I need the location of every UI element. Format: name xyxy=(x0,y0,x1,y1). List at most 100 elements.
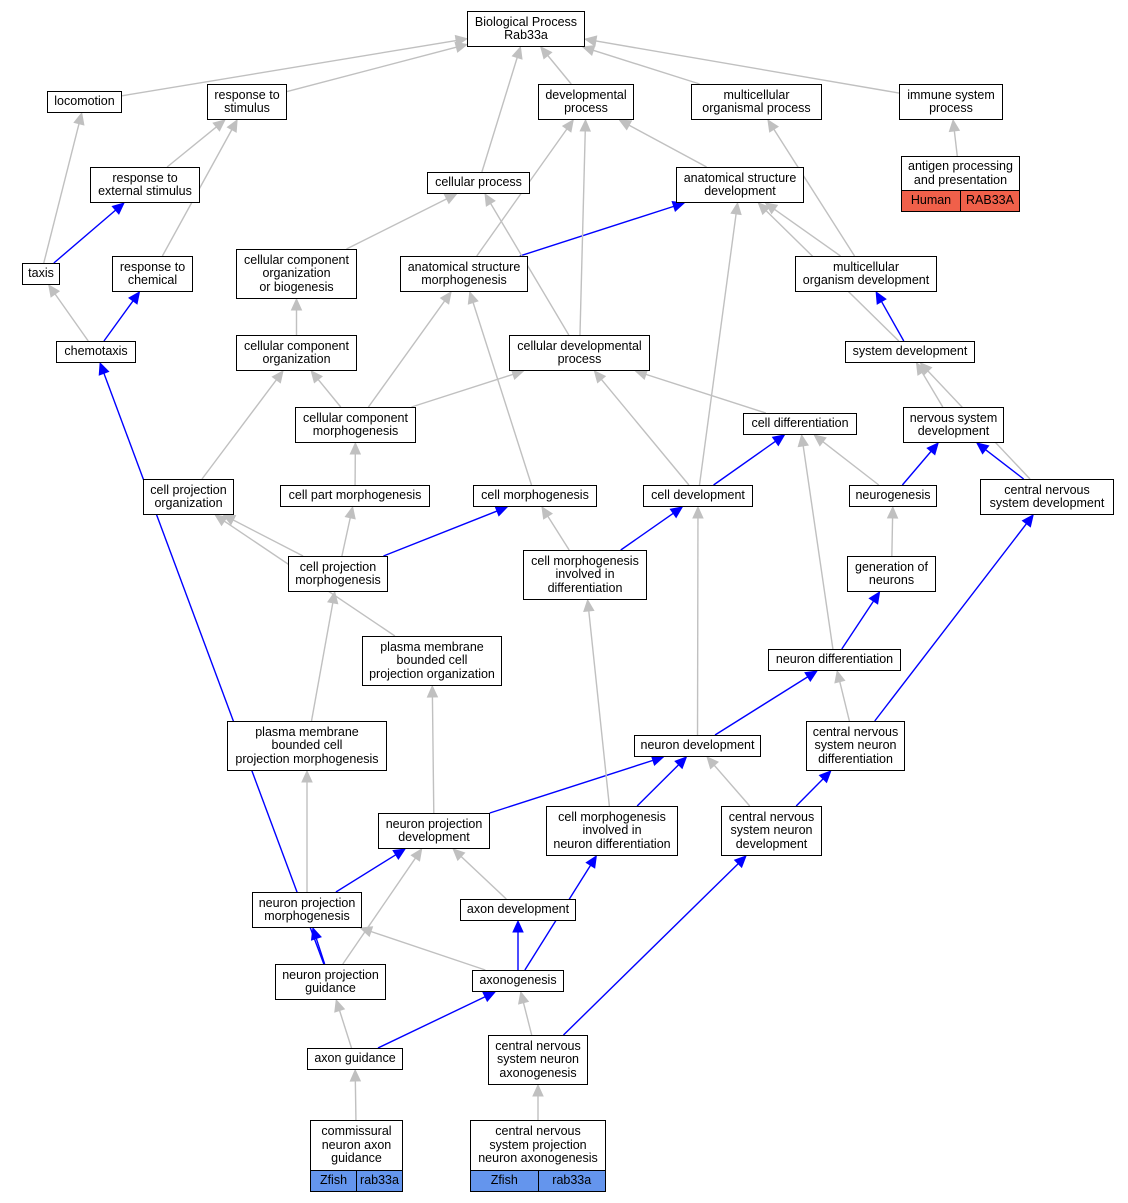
node-cell-proc[interactable]: cellular process xyxy=(427,172,530,194)
node-label-line: organization xyxy=(262,266,331,281)
edge-axon_guid-to-axonogenesis xyxy=(377,996,486,1049)
node-label-line: multicellular xyxy=(833,259,899,274)
node-locomotion[interactable]: locomotion xyxy=(47,91,122,113)
arrowhead xyxy=(482,991,497,1003)
edge-cell_dev-to-anat_dev xyxy=(698,213,737,486)
node-neuron-dev[interactable]: neuron development xyxy=(634,735,761,757)
node-label-line: neuron differentiation xyxy=(553,836,671,851)
node-cell-diff[interactable]: cell differentiation xyxy=(743,413,857,435)
node-taxis[interactable]: taxis xyxy=(22,263,60,285)
node-chemotaxis[interactable]: chemotaxis xyxy=(56,341,136,363)
edge-np_dev-to-pm_proj_org xyxy=(431,696,435,814)
edge-cell_dev-to-cell_dev_proc xyxy=(600,379,690,486)
node-label-line: development xyxy=(704,184,776,198)
edge-comm_guid-to-axon_guid xyxy=(354,1080,357,1121)
arrowhead xyxy=(349,1068,362,1082)
arrowhead xyxy=(975,442,990,455)
node-label-line: cell projection xyxy=(299,559,377,574)
gene-tag: rab33a xyxy=(356,1171,402,1191)
node-axonogenesis[interactable]: axonogenesis xyxy=(472,970,564,992)
node-label-line: external stimulus xyxy=(98,184,192,198)
edge-multi_dev-to-anat_dev xyxy=(774,208,841,257)
node-label-line: response to xyxy=(112,170,178,185)
node-axon-guid[interactable]: axon guidance xyxy=(307,1048,403,1070)
node-label-line: organization xyxy=(262,352,331,366)
node-label-line: central nervous xyxy=(1004,482,1090,497)
node-label-line: Biological Process xyxy=(474,14,578,29)
arrowhead xyxy=(813,434,827,447)
node-label-line: locomotion xyxy=(54,94,115,109)
node-label-line: projection morphogenesis xyxy=(235,751,379,766)
edge-np_guid-to-np_morph xyxy=(315,938,326,965)
arrowhead xyxy=(344,505,356,520)
node-label-line: central nervous xyxy=(728,809,815,824)
species-tag: Human xyxy=(910,193,952,208)
edge-cm_neuron_diff-to-cell_morph_diff xyxy=(588,610,611,807)
node-label-line: neurons xyxy=(868,573,915,587)
edge-multi_dev-to-multi_org xyxy=(773,128,856,257)
node-label-line: chemotaxis xyxy=(64,344,128,359)
species-tag: Zfish xyxy=(319,1173,348,1188)
arrowhead xyxy=(948,118,961,133)
arrowhead xyxy=(512,919,524,933)
edge-anat_morph-to-anat_dev xyxy=(519,205,674,257)
edge-cell_morph_diff-to-cell_dev xyxy=(620,512,674,551)
node-neuron-diff[interactable]: neuron differentiation xyxy=(768,649,901,671)
arrowhead xyxy=(484,192,496,207)
edge-np_morph-to-np_dev xyxy=(335,854,397,893)
node-sys-dev[interactable]: system development xyxy=(845,341,975,363)
node-label-line: neuron projection xyxy=(258,895,356,910)
arrowhead xyxy=(334,998,346,1013)
node-cell-part-morph[interactable]: cell part morphogenesis xyxy=(280,485,430,507)
node-label-line: cell morphogenesis xyxy=(481,488,589,503)
arrowhead xyxy=(410,848,423,862)
node-cell-morph[interactable]: cell morphogenesis xyxy=(473,485,597,507)
edge-cell_proc-to-bp xyxy=(481,57,518,173)
node-label-line: cell projection xyxy=(150,482,227,497)
arrowhead xyxy=(674,756,688,770)
node-neurogenesis[interactable]: neurogenesis xyxy=(849,485,937,507)
node-axon-dev[interactable]: axon development xyxy=(460,899,576,921)
node-label-line: system neuron xyxy=(730,823,813,838)
node-label-line: central nervous xyxy=(495,1038,581,1053)
node-label-line: development xyxy=(398,830,470,844)
node-label-line: cellular component xyxy=(244,338,349,353)
arrowhead xyxy=(797,433,809,448)
node-cell-dev[interactable]: cell development xyxy=(643,485,753,507)
edge-np_guid-to-chemotaxis xyxy=(103,373,325,965)
